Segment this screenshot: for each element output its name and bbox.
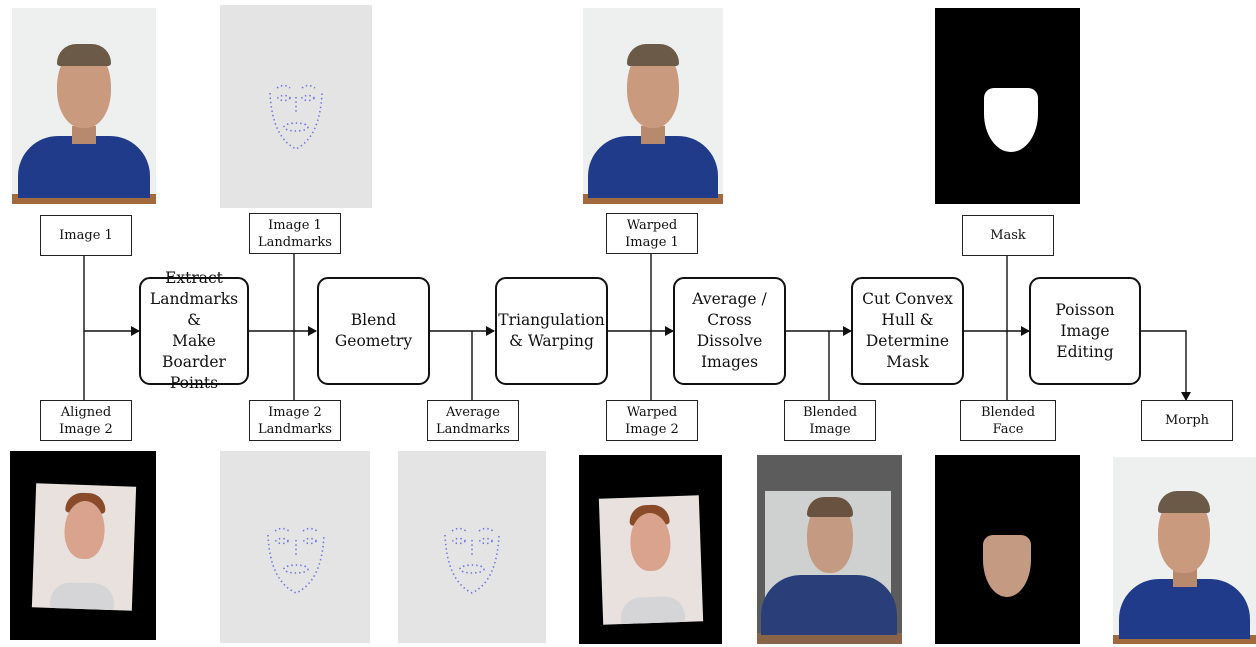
aligned-image2-photo bbox=[10, 451, 156, 640]
image2-landmarks-plot bbox=[220, 451, 370, 643]
arrow-to-morph bbox=[1141, 330, 1191, 401]
blended-image-photo bbox=[757, 455, 902, 644]
landmark-dots bbox=[269, 84, 323, 150]
mask-image bbox=[935, 8, 1080, 204]
label-image1-landmarks: Image 1 Landmarks bbox=[249, 213, 341, 254]
warped-image1-photo bbox=[583, 8, 723, 204]
landmark-dots bbox=[267, 527, 325, 594]
label-image2-landmarks: Image 2 Landmarks bbox=[249, 400, 341, 441]
blended-face-image bbox=[935, 455, 1080, 644]
label-morph: Morph bbox=[1141, 400, 1233, 441]
warped-image2-photo bbox=[579, 455, 722, 644]
image1-landmarks-plot bbox=[220, 5, 372, 208]
step-cut-convex-hull: Cut Convex Hull & Determine Mask bbox=[851, 277, 964, 385]
step-triangulation-warping: Triangulation & Warping bbox=[495, 277, 608, 385]
label-blended-image: Blended Image bbox=[784, 400, 876, 441]
landmark-dots bbox=[444, 527, 500, 594]
label-image1: Image 1 bbox=[40, 215, 132, 256]
label-mask: Mask bbox=[962, 215, 1054, 256]
step-blend-geometry: Blend Geometry bbox=[317, 277, 430, 385]
label-average-landmarks: Average Landmarks bbox=[427, 400, 519, 441]
label-blended-face: Blended Face bbox=[960, 400, 1056, 441]
step-extract-landmarks: Extract Landmarks & Make Boarder Points bbox=[139, 269, 249, 392]
label-aligned-image2: Aligned Image 2 bbox=[40, 400, 132, 441]
label-warped-image1: Warped Image 1 bbox=[606, 213, 698, 254]
label-warped-image2: Warped Image 2 bbox=[606, 400, 698, 441]
image1-photo bbox=[12, 8, 156, 204]
average-landmarks-plot bbox=[398, 451, 546, 643]
morph-result-photo bbox=[1113, 457, 1256, 644]
step-poisson-editing: Poisson Image Editing bbox=[1029, 277, 1141, 385]
step-average-cross-dissolve: Average / Cross Dissolve Images bbox=[673, 277, 786, 385]
